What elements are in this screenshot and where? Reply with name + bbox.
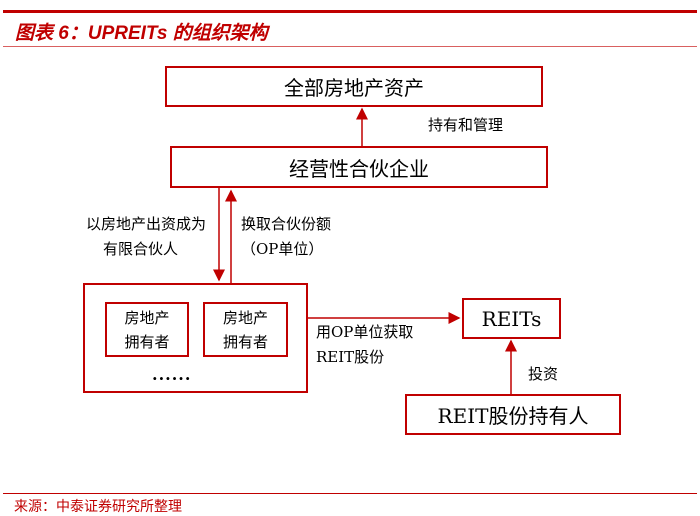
header-rule-thin xyxy=(3,46,697,47)
footer-rule xyxy=(3,493,697,494)
header-rule xyxy=(3,10,697,13)
owner-box-1: 房地产 拥有者 xyxy=(105,302,189,357)
source-note: 来源：中泰证券研究所整理 xyxy=(14,499,182,515)
hold-manage-label: 持有和管理 xyxy=(428,116,504,134)
op-units-label-line2: （OP单位） xyxy=(241,240,324,258)
reits-box: REITs xyxy=(462,298,561,339)
op-units-label-line1: 换取合伙份额 xyxy=(241,215,332,233)
exchange-label-line2: REIT股份 xyxy=(316,348,385,366)
owner-1-line1: 房地产 xyxy=(124,308,170,327)
owner-box-2: 房地产 拥有者 xyxy=(203,302,288,357)
owner-2-line2: 拥有者 xyxy=(222,332,268,351)
contribute-label-line1: 以房地产出资成为 xyxy=(85,215,206,233)
owner-1-line2: 拥有者 xyxy=(124,332,170,351)
op-units-label: 换取合伙份额 （OP单位） xyxy=(241,212,331,262)
contribute-label-line2: 有限合伙人 xyxy=(102,240,178,258)
partnership-box: 经营性合伙企业 xyxy=(170,146,548,188)
owners-group-box xyxy=(83,283,308,393)
invest-label: 投资 xyxy=(528,365,559,383)
owner-2-line1: 房地产 xyxy=(222,308,268,327)
figure-title: 图表 6：UPREITs 的组织架构 xyxy=(15,23,268,44)
all-assets-box: 全部房地产资产 xyxy=(165,66,543,107)
more-owners-ellipsis: ······ xyxy=(152,369,192,388)
contribute-label: 以房地产出资成为 有限合伙人 xyxy=(40,212,206,262)
holders-box: REIT股份持有人 xyxy=(405,394,621,435)
exchange-label: 用OP单位获取 REIT股份 xyxy=(316,320,413,370)
exchange-label-line1: 用OP单位获取 xyxy=(316,323,414,341)
